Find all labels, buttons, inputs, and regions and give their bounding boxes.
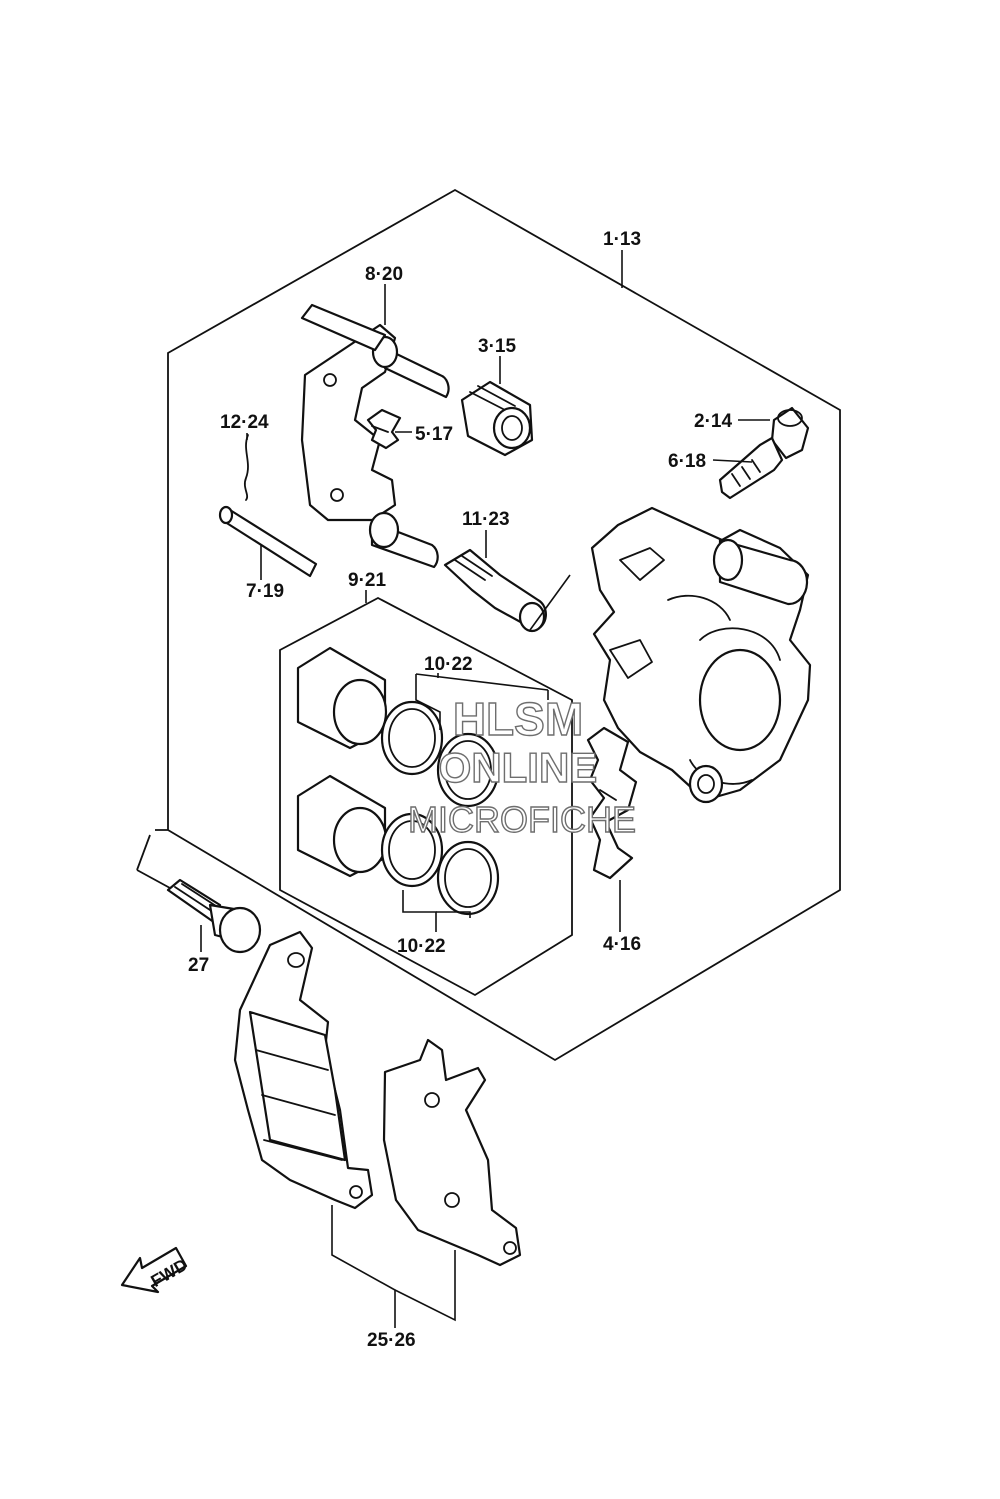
caliper-assembly-frame (155, 188, 841, 1062)
brake-pad-left (233, 930, 374, 1210)
bleeder-valve (718, 436, 784, 500)
mounting-bolt (166, 878, 262, 954)
caliper-assembly-frame-bracket-end (136, 869, 171, 889)
retainer-clip (243, 434, 249, 501)
left-down-arrow-icon (120, 1246, 188, 1294)
callout-8-20: 8·20 (365, 264, 403, 285)
leader-lines (200, 250, 770, 1328)
pad-spring (586, 726, 638, 880)
watermark-line-3: MICROFICHE (408, 799, 636, 840)
callout-10-22-top: 10·22 (424, 654, 473, 675)
piston-seal-upper-left (380, 700, 444, 776)
callout-10-22-bottom: 10·22 (397, 936, 446, 957)
piston-upper (296, 646, 388, 750)
mounting-bracket (300, 303, 450, 569)
callout-1-13: 1·13 (603, 229, 641, 250)
spring-clip (366, 408, 402, 450)
callout-27: 27 (188, 955, 209, 976)
piston-seal-lower-left (380, 812, 444, 888)
piston-lower (296, 774, 388, 878)
callout-11-23: 11·23 (462, 509, 510, 530)
callout-9-21: 9·21 (348, 570, 386, 591)
caliper-body (590, 506, 812, 804)
pad-pin (218, 505, 318, 578)
caliper-assembly-frame-left-dash (136, 834, 151, 871)
callout-7-19: 7·19 (246, 581, 284, 602)
watermark-line-1: HLSM (453, 693, 583, 745)
brake-pad-right (382, 1038, 522, 1267)
watermark-line-2: ONLINE (439, 744, 598, 791)
piston-seal-upper-right (436, 732, 500, 808)
watermark: HLSM ONLINE MICROFICHE (407, 692, 636, 840)
dust-boot (460, 380, 534, 457)
callout-4-16: 4·16 (603, 934, 641, 955)
piston-seal-lower-right (436, 840, 500, 916)
callout-25-26: 25·26 (367, 1330, 416, 1351)
callout-3-15: 3·15 (478, 336, 516, 357)
callout-12-24: 12·24 (220, 412, 269, 433)
callout-5-17: 5·17 (415, 424, 453, 445)
callout-6-18: 6·18 (668, 451, 706, 472)
slide-pin-boot (443, 548, 547, 633)
fwd-indicator: FWD (120, 1246, 191, 1294)
callout-2-14: 2·14 (694, 411, 732, 432)
piston-kit-frame (279, 596, 573, 997)
